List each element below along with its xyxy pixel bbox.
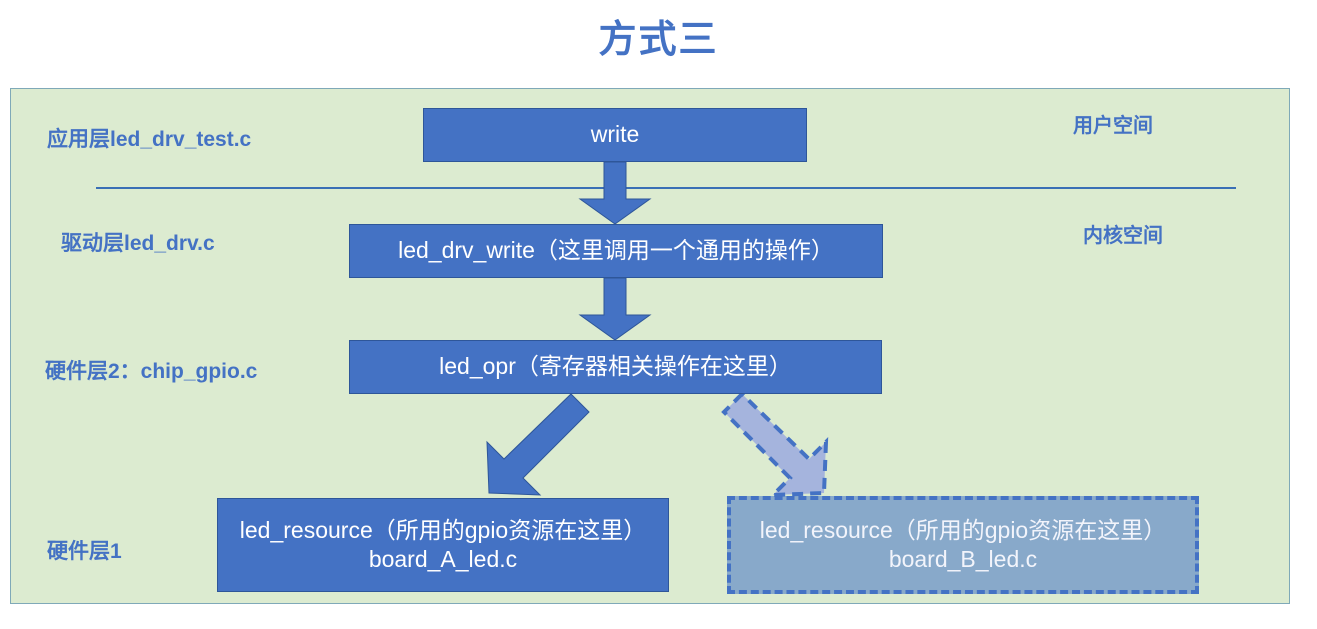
user-kernel-divider bbox=[96, 187, 1236, 189]
box-board-b-line1: led_resource（所用的gpio资源在这里） bbox=[759, 516, 1167, 543]
box-led-opr[interactable]: led_opr（寄存器相关操作在这里） bbox=[349, 340, 882, 394]
box-board-b-line2: board_B_led.c bbox=[888, 546, 1038, 572]
arrow-drv-write-to-led-opr bbox=[578, 277, 652, 341]
box-board-a-line1: led_resource（所用的gpio资源在这里） bbox=[239, 516, 647, 543]
label-app-layer: 应用层led_drv_test.c bbox=[47, 128, 252, 151]
page-title: 方式三 bbox=[598, 19, 719, 61]
diagram-canvas: 应用层led_drv_test.c 驱动层led_drv.c 硬件层2：chip… bbox=[10, 88, 1290, 604]
label-hardware-layer1: 硬件层1 bbox=[47, 540, 122, 563]
label-user-space: 用户空间 bbox=[1073, 115, 1153, 137]
arrow-led-opr-to-board-b bbox=[721, 391, 829, 498]
box-write[interactable]: write bbox=[423, 108, 807, 162]
box-board-a-line2: board_A_led.c bbox=[368, 546, 518, 572]
box-led-drv-write[interactable]: led_drv_write（这里调用一个通用的操作） bbox=[349, 224, 883, 278]
label-kernel-space: 内核空间 bbox=[1083, 225, 1163, 247]
label-driver-layer: 驱动层led_drv.c bbox=[61, 232, 215, 255]
arrow-write-to-drv-write bbox=[578, 161, 652, 225]
arrow-led-opr-to-board-a bbox=[486, 393, 590, 496]
box-board-b-led[interactable]: led_resource（所用的gpio资源在这里） board_B_led.c bbox=[727, 496, 1199, 594]
label-hardware-layer2: 硬件层2：chip_gpio.c bbox=[45, 360, 258, 383]
box-board-a-led[interactable]: led_resource（所用的gpio资源在这里） board_A_led.c bbox=[217, 498, 669, 592]
